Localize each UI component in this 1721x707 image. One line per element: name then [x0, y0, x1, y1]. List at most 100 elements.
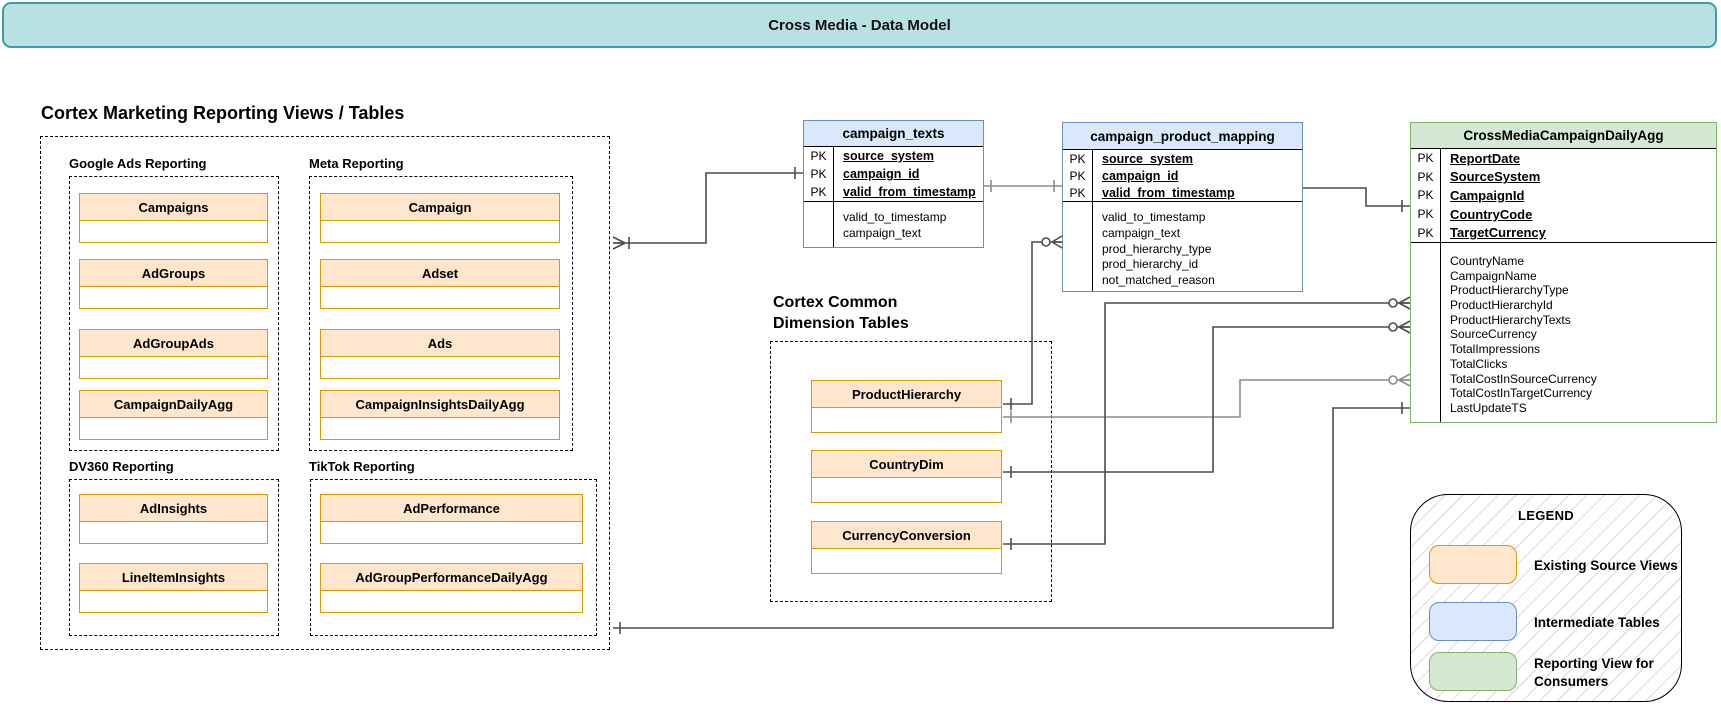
- marketing-section-heading: Cortex Marketing Reporting Views / Table…: [41, 103, 405, 123]
- entity-countrydim: CountryDim: [811, 450, 1002, 503]
- entity-campaign: Campaign: [320, 193, 560, 243]
- entity-body: [320, 221, 560, 243]
- field: prod_hierarchy_id: [1102, 257, 1199, 272]
- pk-field: CampaignId: [1450, 187, 1525, 203]
- dv360-box: [69, 479, 279, 636]
- pk-tag: PK: [1411, 149, 1441, 168]
- entity-title: AdGroupPerformanceDailyAgg: [320, 563, 583, 591]
- entity-body: [811, 549, 1002, 574]
- entity-adgroups: AdGroups: [79, 259, 268, 309]
- field: valid_to_timestamp: [843, 210, 947, 224]
- entity-producthierarchy: ProductHierarchy: [811, 380, 1002, 433]
- legend: LEGEND Existing Source Views Intermediat…: [1410, 494, 1682, 702]
- field: TotalImpressions: [1450, 342, 1541, 357]
- tiktok-box: [310, 479, 597, 636]
- pk-field: CountryCode: [1450, 206, 1533, 222]
- legend-label: Intermediate Tables: [1534, 615, 1660, 630]
- legend-label: Reporting View for Consumers: [1534, 656, 1654, 689]
- pk-tag: PK: [804, 147, 834, 165]
- entity-body: [811, 478, 1002, 503]
- fields-section: valid_to_timestamp campaign_text: [804, 201, 983, 247]
- entity-currencyconversion: CurrencyConversion: [811, 521, 1002, 574]
- rel-marketing-to-campaign-texts: [612, 167, 803, 250]
- pk-gutter: [1411, 242, 1441, 422]
- rel-currencyconversion-to-crossmedia: [1003, 296, 1411, 550]
- pk-field: TargetCurrency: [1450, 225, 1546, 241]
- entity-campaigndailyagg: CampaignDailyAgg: [79, 390, 268, 440]
- field: TotalCostInSourceCurrency: [1450, 371, 1597, 386]
- dimension-heading-line2: Dimension Tables: [773, 315, 909, 332]
- entity-ads: Ads: [320, 329, 560, 379]
- entity-title: CampaignInsightsDailyAgg: [320, 390, 560, 418]
- entity-adgroupads: AdGroupAds: [79, 329, 268, 379]
- entity-lineiteminsights: LineItemInsights: [79, 563, 268, 613]
- pk-field: ReportDate: [1450, 150, 1521, 166]
- field: LastUpdateTS: [1450, 401, 1527, 415]
- entity-title: Ads: [320, 329, 560, 357]
- entity-body: [79, 357, 268, 379]
- pk-tag: PK: [1411, 186, 1441, 205]
- entity-body: [79, 522, 268, 544]
- rel-mapping-to-crossmedia: [1303, 187, 1410, 212]
- field: valid_to_timestamp: [1102, 210, 1206, 224]
- entity-title: AdGroups: [79, 259, 268, 287]
- pk-field: valid_from_timestamp: [843, 185, 976, 199]
- entity-body: [79, 287, 268, 309]
- pk-field: source_system: [1102, 151, 1194, 166]
- legend-swatch-existing-source-views: [1429, 545, 1517, 584]
- field: ProductHierarchyId: [1450, 298, 1553, 313]
- entity-title: CampaignDailyAgg: [79, 390, 268, 418]
- entity-body: [320, 357, 560, 379]
- field: campaign_text: [843, 226, 922, 240]
- marketing-group-box: [40, 136, 610, 650]
- entity-body: [320, 591, 583, 613]
- pk-tag: PK: [1063, 184, 1093, 201]
- field: ProductHierarchyType: [1450, 283, 1569, 298]
- pk-field: valid_from_timestamp: [1102, 185, 1235, 200]
- group-label-meta: Meta Reporting: [309, 156, 404, 171]
- legend-label: Existing Source Views: [1534, 558, 1678, 573]
- rel-producthierarchy-to-crossmedia: [1003, 373, 1411, 423]
- pk-tag: PK: [1411, 223, 1441, 242]
- group-label-google-ads: Google Ads Reporting: [69, 156, 207, 171]
- field: TotalClicks: [1450, 356, 1508, 371]
- entity-title: AdInsights: [79, 494, 268, 522]
- entity-adinsights: AdInsights: [79, 494, 268, 544]
- pk-tag: PK: [1063, 150, 1093, 167]
- group-label-dv360: DV360 Reporting: [69, 459, 174, 474]
- entity-adset: Adset: [320, 259, 560, 309]
- entity-campaigns: Campaigns: [79, 193, 268, 243]
- fields-section: valid_to_timestamp campaign_text prod_hi…: [1063, 201, 1302, 291]
- pk-tag: PK: [804, 183, 834, 201]
- pk-tag: PK: [1411, 167, 1441, 187]
- legend-title: LEGEND: [1518, 508, 1574, 523]
- entity-title: AdGroupAds: [79, 329, 268, 357]
- meta-box: [309, 176, 573, 451]
- entity-title: CurrencyConversion: [811, 521, 1002, 549]
- field: campaign_text: [1102, 225, 1181, 240]
- entity-body: [79, 591, 268, 613]
- field: TotalCostInTargetCurrency: [1450, 386, 1593, 401]
- diagram-title: Cross Media - Data Model: [768, 16, 951, 34]
- entity-body: [79, 418, 268, 440]
- entity-body: [320, 418, 560, 440]
- fields-section: CountryName CampaignName ProductHierarch…: [1411, 241, 1716, 422]
- field: prod_hierarchy_type: [1102, 241, 1212, 256]
- pk-field: campaign_id: [1102, 168, 1179, 183]
- dimension-section-heading: Cortex Common Dimension Tables: [773, 292, 909, 334]
- rel-countrydim-to-crossmedia: [1003, 320, 1411, 478]
- entity-title: Campaign: [320, 193, 560, 221]
- table-campaign-product-mapping: campaign_product_mapping PK source_system…: [1062, 122, 1303, 292]
- pk-tag: PK: [804, 165, 834, 183]
- table-title: campaign_product_mapping: [1063, 123, 1302, 150]
- legend-swatch-reporting-view: [1429, 652, 1517, 691]
- field: ProductHierarchyTexts: [1450, 312, 1571, 327]
- entity-body: [320, 287, 560, 309]
- pk-tag: PK: [1411, 204, 1441, 224]
